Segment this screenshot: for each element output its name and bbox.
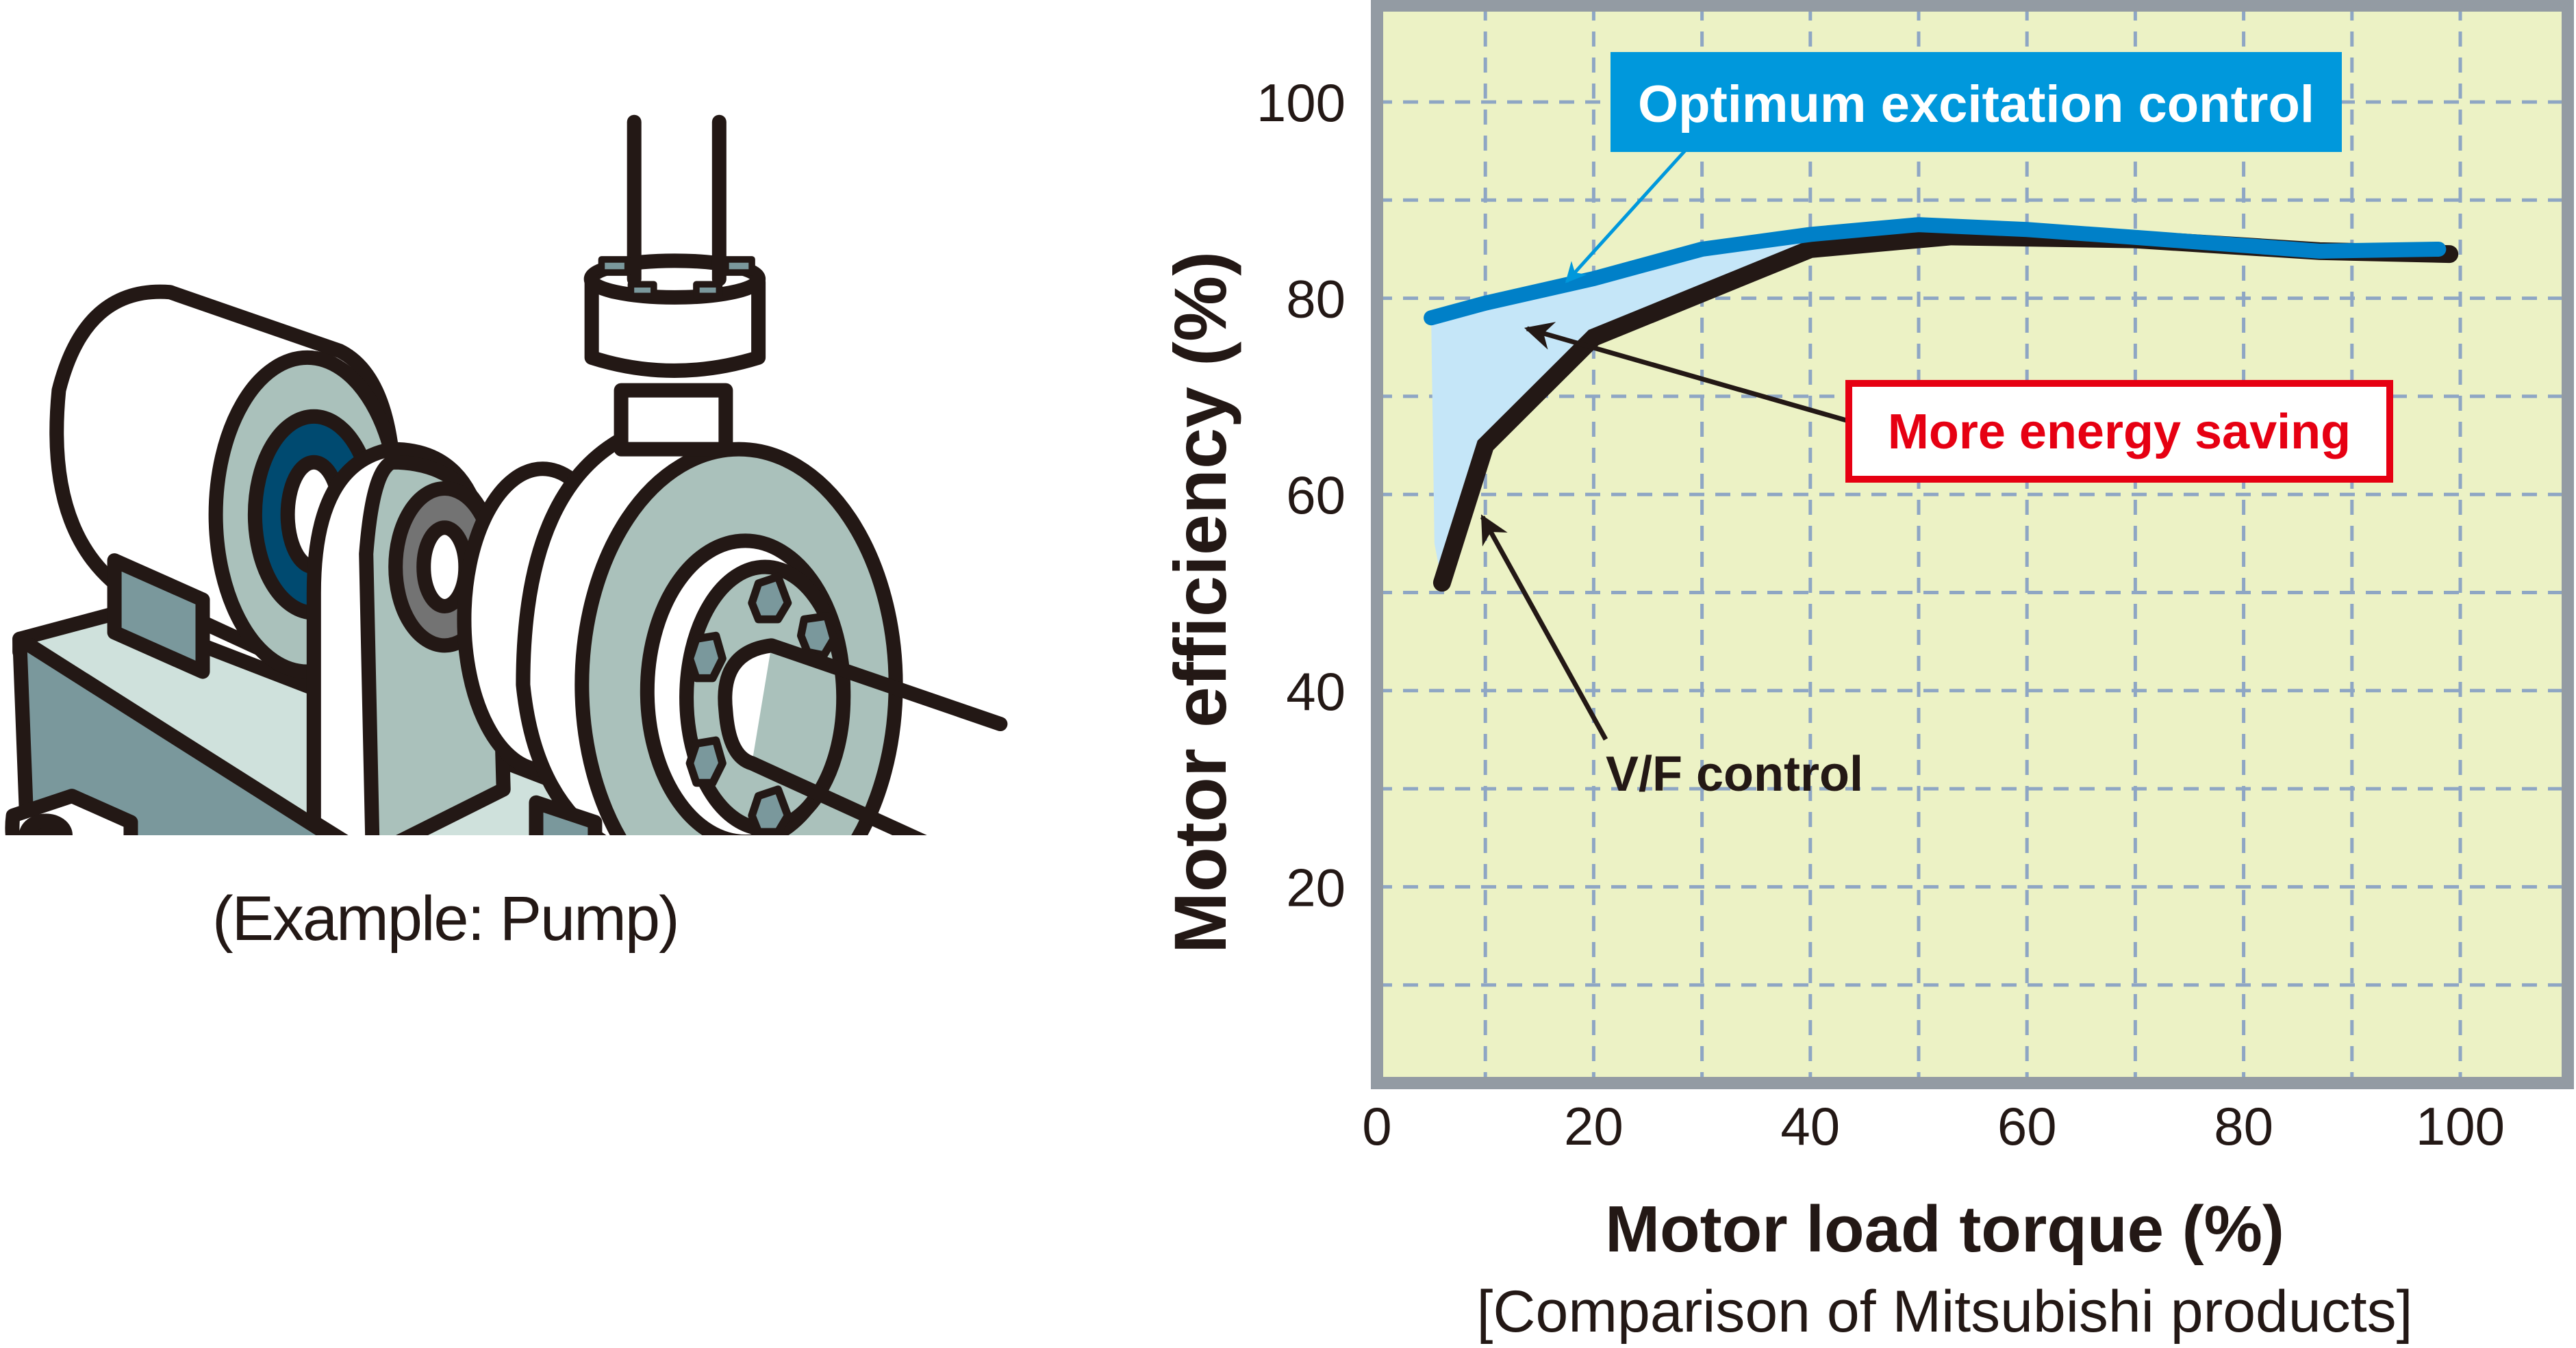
flange-bolt	[685, 631, 727, 683]
pump-illustration	[5, 114, 1008, 835]
y-tick-label: 40	[1286, 661, 1346, 722]
flange-bolt	[685, 736, 727, 787]
x-tick-label: 20	[1564, 1096, 1624, 1156]
callout-box-energy-saving	[1845, 380, 2393, 483]
flange-nut	[722, 256, 755, 276]
x-tick-label: 80	[2214, 1096, 2273, 1156]
bolt-hole-left	[18, 813, 73, 835]
casing-support	[529, 795, 603, 835]
y-tick-label: 20	[1286, 857, 1346, 917]
motor-support	[107, 553, 210, 679]
plot-background	[1377, 5, 2568, 1083]
flange-nut	[627, 281, 657, 300]
y-tick-label: 60	[1286, 465, 1346, 525]
y-axis-title: Motor efficiency (%)	[1159, 251, 1241, 954]
callout-arrow-optimum	[1565, 142, 1693, 283]
x-axis-title: Motor load torque (%)	[1605, 1193, 2284, 1266]
flange-bolt	[748, 572, 792, 624]
series-line-optimum-excitation	[1424, 217, 2447, 326]
flange-nut	[693, 281, 723, 300]
flange-bolt	[748, 785, 792, 835]
plot-area	[1377, 5, 2568, 1083]
flange-nut	[598, 256, 631, 276]
chart-subtitle: [Comparison of Mitsubishi products]	[1476, 1279, 2412, 1345]
x-axis-ticks: 0 20 40 60 80 100	[1362, 1096, 2505, 1156]
illustration-caption: (Example: Pump)	[212, 884, 680, 954]
callout-label-vf: V/F control	[1606, 747, 1863, 802]
y-tick-label: 80	[1286, 269, 1346, 329]
series-lines	[1424, 217, 2459, 592]
flange-bolt	[796, 612, 838, 659]
base-plate-side-left	[12, 631, 343, 835]
x-tick-label: 60	[1997, 1096, 2057, 1156]
energy-saving-fill	[1431, 234, 1810, 583]
callout-arrow-energy-saving	[1524, 322, 1849, 424]
x-tick-label: 0	[1362, 1096, 1391, 1156]
plot-frame	[1371, 0, 2574, 1089]
callout-arrow-vf	[1480, 514, 1608, 741]
energy-saving-area	[1431, 234, 1810, 583]
x-tick-label: 100	[2416, 1096, 2505, 1156]
callout-label-energy-saving: More energy saving	[1888, 405, 2351, 459]
y-axis-ticks: 20 40 60 80 100	[1257, 73, 1346, 917]
discharge-neck	[614, 383, 733, 457]
callout-label-optimum: Optimum excitation control	[1638, 75, 2314, 133]
callout-box-optimum	[1611, 52, 2342, 152]
x-tick-label: 40	[1780, 1096, 1840, 1156]
plot-border	[1371, 0, 2574, 1089]
inlet-pipe	[718, 638, 1008, 835]
y-tick-label: 100	[1257, 73, 1346, 133]
